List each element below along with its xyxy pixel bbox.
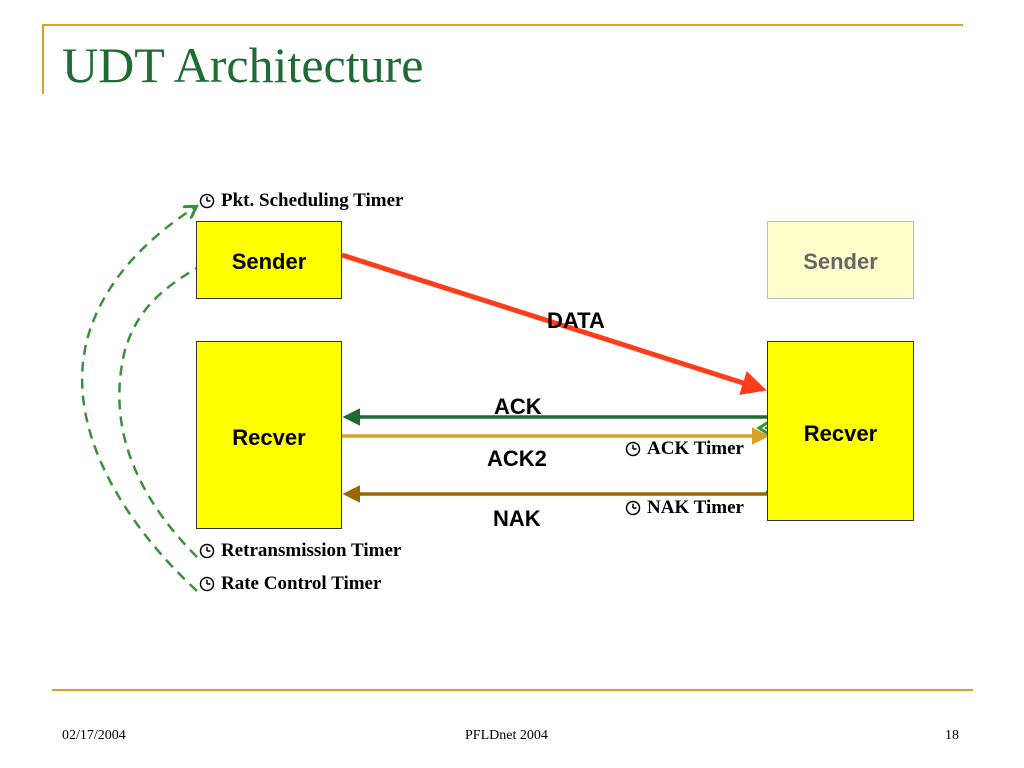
left-recver-label: Recver [232,425,306,450]
pkt-scheduling-timer: Pkt. Scheduling Timer [199,190,403,212]
nak-label: NAK [493,506,541,531]
footer-date: 02/17/2004 [62,728,126,743]
left-sender-box: Sender [196,221,342,299]
right-recver-box: Recver [767,341,914,521]
clock-icon [199,576,215,592]
clock-icon [199,193,215,209]
right-recver-label: Recver [803,421,878,446]
pkt-scheduling-timer-label: Pkt. Scheduling Timer [221,190,404,211]
nak-timer-label: NAK Timer [647,497,744,518]
bottom-rule [52,689,973,691]
data-arrow [341,252,767,395]
right-sender-label: Sender [803,249,878,274]
ack-timer-label: ACK Timer [647,438,744,459]
nak-timer: NAK Timer [625,497,744,519]
slide-title: UDT Architecture [62,37,424,93]
outer-timer-loop [80,208,197,592]
footer-event: PFLDnet 2004 [465,728,548,743]
rate-control-timer-label: Rate Control Timer [221,573,382,594]
ack-timer: ACK Timer [625,438,744,460]
footer-page-number: 18 [945,728,959,743]
ack2-label: ACK2 [487,446,547,471]
left-accent-rule [42,24,44,94]
rate-control-timer: Rate Control Timer [199,573,381,595]
right-sender-box: Sender [767,221,914,299]
left-recver-box: Recver [196,341,342,529]
clock-icon [199,543,215,559]
ack-label: ACK [494,394,542,419]
clock-icon [625,500,641,516]
clock-icon [625,441,641,457]
top-rule [42,24,963,26]
left-sender-label: Sender [231,249,307,274]
retransmission-timer: Retransmission Timer [199,540,401,562]
retransmission-timer-label: Retransmission Timer [221,540,402,561]
data-label: DATA [547,308,605,333]
